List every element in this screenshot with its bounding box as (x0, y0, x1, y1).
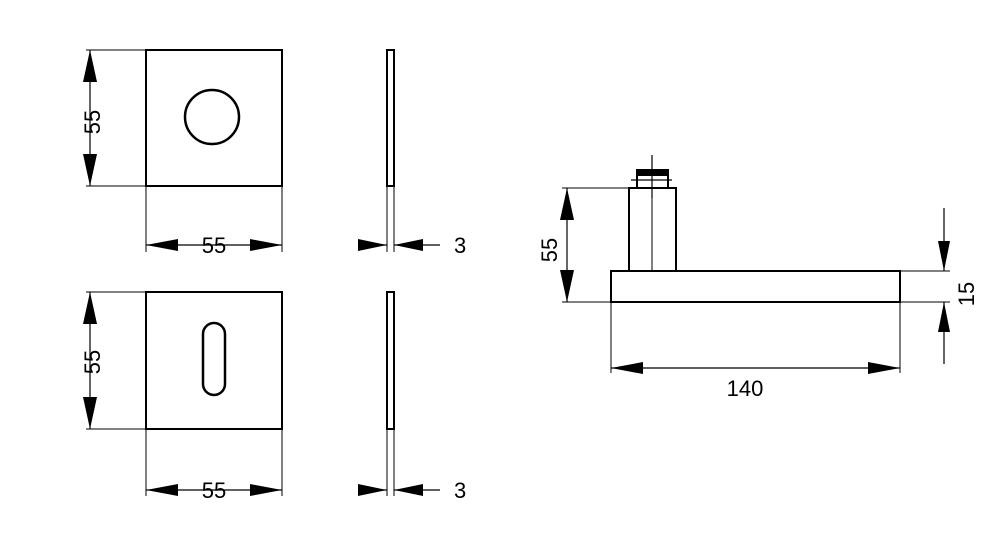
top-rose-width-dimension: 55 (145, 186, 283, 258)
keyhole-rose-front-view (145, 291, 283, 430)
lever-thickness-dimension: 15 (900, 208, 979, 364)
lever-thickness-label: 15 (954, 282, 979, 306)
dimension-arrow (83, 397, 97, 429)
dimension-arrow (560, 188, 574, 220)
dimension-arrow (83, 154, 97, 186)
lever-length-label: 140 (727, 376, 764, 401)
bottom-rose-width-label: 55 (202, 478, 226, 503)
dimension-arrow (938, 241, 950, 271)
lever-height-label: 55 (537, 238, 562, 262)
dimension-arrow (146, 484, 178, 496)
top-rose-width-label: 55 (202, 233, 226, 258)
dimension-arrow (394, 484, 423, 496)
dimension-arrow (358, 484, 387, 496)
lever-height-dimension: 55 (537, 187, 629, 303)
round-hole (183, 88, 241, 146)
dimension-arrow (868, 362, 900, 374)
dimension-arrow (250, 484, 282, 496)
dimension-arrow (250, 239, 282, 251)
dimension-arrow (611, 362, 643, 374)
round-rose-side-plate (386, 49, 395, 187)
bottom-rose-width-dimension: 55 (145, 429, 283, 503)
top-rose-height-label: 55 (80, 110, 105, 134)
dimension-arrow (83, 50, 97, 82)
lever-bar (610, 270, 901, 303)
dimension-arrow (83, 292, 97, 324)
dimension-arrow (146, 239, 178, 251)
top-rose-height-dimension: 55 (80, 49, 146, 187)
dimension-arrow (938, 302, 950, 332)
bottom-rose-height-label: 55 (80, 350, 105, 374)
dimension-arrow (358, 239, 387, 251)
bottom-rose-thickness-label: 3 (454, 478, 466, 503)
bottom-rose-height-dimension: 55 (80, 291, 146, 430)
keyhole-rose-side-plate (386, 291, 395, 430)
round-rose-side-view: 3 (358, 49, 466, 258)
keyhole-rose-side-view: 3 (358, 291, 466, 503)
dimension-arrow (394, 239, 423, 251)
top-rose-thickness-label: 3 (454, 233, 466, 258)
oval-keyhole (201, 321, 227, 397)
lever-length-dimension: 140 (610, 302, 901, 401)
lever-handle-view (610, 155, 901, 303)
round-rose-front-view (145, 49, 283, 187)
dimension-arrow (560, 270, 574, 302)
